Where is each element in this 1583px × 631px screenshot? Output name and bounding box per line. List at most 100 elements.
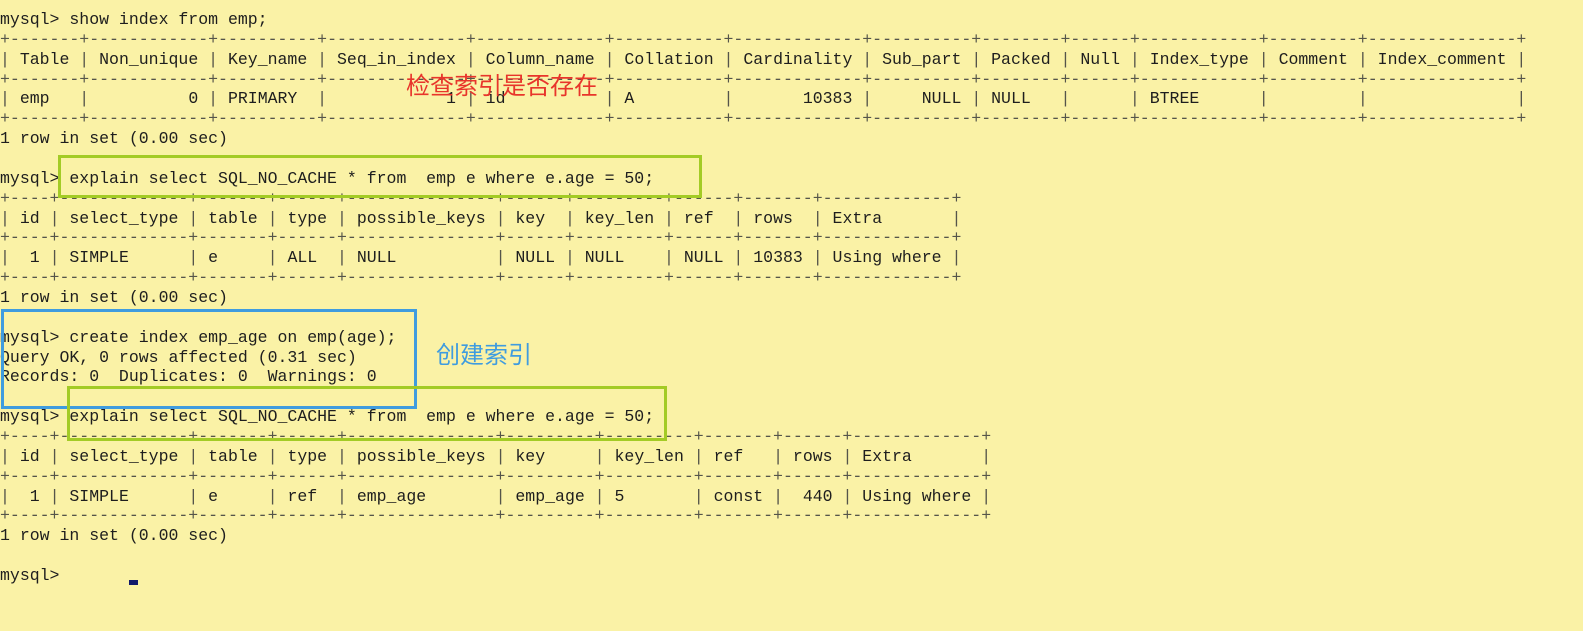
cell-divider: | bbox=[495, 486, 506, 506]
table-header-cell: type bbox=[287, 446, 328, 466]
table-cell bbox=[1368, 89, 1517, 109]
cell-divider: | bbox=[1129, 89, 1140, 109]
table-cell: ref bbox=[287, 486, 318, 506]
result-table: +-------+------------+----------+-------… bbox=[0, 30, 1583, 129]
mysql-prompt: mysql> bbox=[0, 407, 60, 427]
cell-divider: | bbox=[0, 446, 10, 466]
table-header-cell: key_len bbox=[614, 446, 684, 466]
table-cell: NULL bbox=[683, 248, 724, 268]
table-header-cell: rows bbox=[753, 208, 793, 228]
table-border: +----+-------------+-------+------+-----… bbox=[0, 466, 992, 486]
table-cell: 10383 bbox=[802, 89, 853, 109]
table-cell bbox=[1070, 89, 1129, 109]
cell-divider: | bbox=[1060, 49, 1071, 69]
command-text: show index from emp; bbox=[69, 10, 268, 29]
table-border: +----+-------------+-------+------+-----… bbox=[0, 188, 962, 208]
table-cell: NULL bbox=[515, 248, 556, 268]
cell-divider: | bbox=[812, 208, 823, 228]
cell-divider: | bbox=[336, 486, 347, 506]
table-header-row: |id|select_type|table|type|possible_keys… bbox=[0, 209, 1583, 229]
cell-divider: | bbox=[336, 248, 347, 268]
cell-divider: | bbox=[0, 49, 10, 69]
table-header-cell: Key_name bbox=[227, 49, 308, 69]
table-cell: NULL bbox=[584, 248, 625, 268]
table-header-cell: ref bbox=[713, 446, 744, 466]
cell-divider: | bbox=[733, 248, 744, 268]
table-cell: BTREE bbox=[1149, 89, 1200, 109]
cell-divider: | bbox=[336, 208, 347, 228]
table-header-cell: rows bbox=[792, 446, 833, 466]
command-line: mysql>show index from emp; bbox=[0, 10, 1583, 30]
terminal-window[interactable]: mysql>show index from emp; +-------+----… bbox=[0, 10, 1583, 586]
table-header-cell: table bbox=[208, 208, 258, 228]
table-header-cell: id bbox=[19, 208, 40, 228]
cell-divider: | bbox=[862, 49, 873, 69]
table-cell: 1 bbox=[29, 486, 40, 506]
cell-divider: | bbox=[951, 208, 962, 228]
table-cell: 10383 bbox=[753, 248, 803, 268]
table-cell: A bbox=[624, 89, 635, 109]
cell-divider: | bbox=[664, 208, 674, 228]
result-table: +----+-------------+-------+------+-----… bbox=[0, 189, 1583, 288]
cell-divider: | bbox=[495, 248, 506, 268]
command-text: explain select SQL_NO_CACHE * from emp e… bbox=[69, 407, 655, 427]
cell-divider: | bbox=[981, 486, 992, 506]
cell-divider: | bbox=[693, 486, 704, 506]
highlight-box-explain-before-index bbox=[58, 155, 702, 198]
cell-divider: | bbox=[49, 208, 60, 228]
table-cell: emp bbox=[19, 89, 50, 109]
cell-divider: | bbox=[49, 486, 60, 506]
table-cell: e bbox=[208, 486, 219, 506]
result-status-line: Query OK, 0 rows affected (0.31 sec) bbox=[0, 347, 357, 367]
cell-divider: | bbox=[1060, 89, 1071, 109]
table-header-cell: Index_comment bbox=[1377, 49, 1507, 69]
table-cell: 0 bbox=[188, 89, 199, 109]
command-line: mysql> explain select SQL_NO_CACHE * from… bbox=[0, 169, 1583, 189]
table-header-cell: Cardinality bbox=[743, 49, 853, 69]
table-header-cell: Collation bbox=[624, 49, 714, 69]
command-text: explain select SQL_NO_CACHE * from emp e… bbox=[69, 168, 655, 188]
cell-divider: | bbox=[336, 446, 347, 466]
mysql-prompt: mysql> bbox=[0, 168, 60, 188]
cell-divider: | bbox=[0, 486, 10, 506]
cell-divider: | bbox=[1357, 89, 1368, 109]
table-border: +----+-------------+-------+------+-----… bbox=[0, 427, 992, 447]
table-header-cell: Table bbox=[19, 49, 70, 69]
cell-divider: | bbox=[0, 208, 10, 228]
table-cell: NULL bbox=[991, 89, 1031, 109]
cell-divider: | bbox=[842, 486, 853, 506]
table-header-cell: table bbox=[208, 446, 258, 466]
result-status-line: 1 row in set (0.00 sec) bbox=[0, 288, 228, 308]
table-border: +----+-------------+-------+------+-----… bbox=[0, 506, 992, 526]
cell-divider: | bbox=[188, 446, 199, 466]
cell-divider: | bbox=[267, 486, 278, 506]
table-header-cell: select_type bbox=[69, 446, 179, 466]
cell-divider: | bbox=[1258, 49, 1269, 69]
table-cell: 5 bbox=[614, 486, 625, 506]
table-cell: const bbox=[713, 486, 764, 506]
cell-divider: | bbox=[733, 208, 744, 228]
table-header-cell: Seq_in_index bbox=[337, 49, 456, 69]
cell-divider: | bbox=[564, 248, 575, 268]
cell-divider: | bbox=[971, 89, 982, 109]
command-line: mysql> explain select SQL_NO_CACHE * from… bbox=[0, 407, 1583, 427]
table-cell: SIMPLE bbox=[69, 486, 129, 506]
table-header-cell: Packed bbox=[991, 49, 1051, 69]
table-cell: id bbox=[485, 89, 506, 109]
blank-line bbox=[0, 546, 1583, 566]
cell-divider: | bbox=[812, 248, 823, 268]
mysql-prompt: mysql> bbox=[0, 327, 60, 347]
cell-divider: | bbox=[862, 89, 873, 109]
highlight-box-create-index bbox=[1, 309, 417, 409]
table-header-cell: Column_name bbox=[485, 49, 595, 69]
input-line[interactable]: mysql> bbox=[0, 566, 1583, 586]
mysql-prompt: mysql> bbox=[0, 566, 60, 586]
table-row: |emp|0|PRIMARY|1|id|A|10383|NULL|NULL||B… bbox=[0, 89, 1583, 109]
highlight-box-explain-after-index bbox=[67, 386, 667, 441]
cell-divider: | bbox=[0, 89, 10, 109]
cell-divider: | bbox=[664, 248, 674, 268]
cell-divider: | bbox=[495, 208, 506, 228]
cell-divider: | bbox=[267, 208, 278, 228]
table-header-cell: Comment bbox=[1278, 49, 1348, 69]
